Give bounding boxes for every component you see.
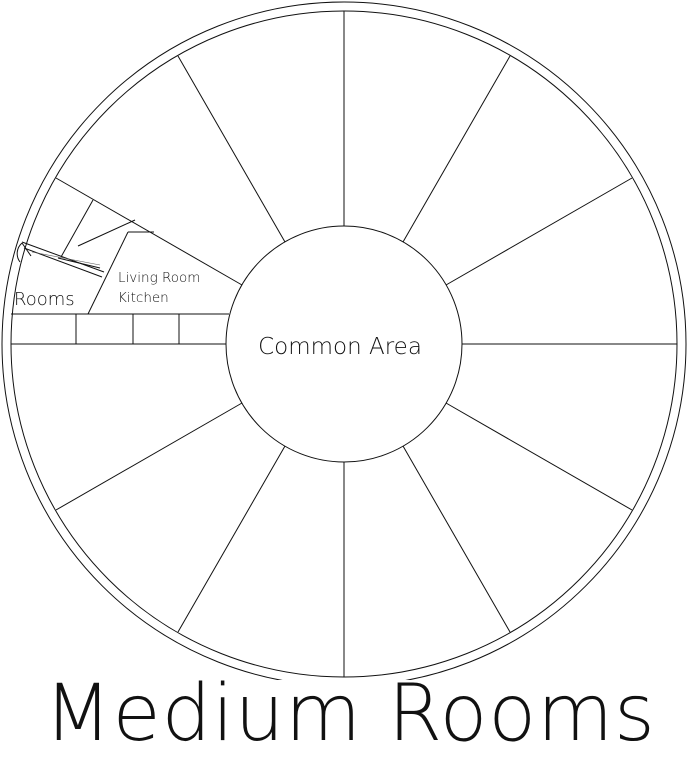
rooms-label: Rooms <box>14 289 75 310</box>
divider-120 <box>177 445 286 633</box>
divider-300 <box>402 55 511 243</box>
rooms-block-partition <box>60 199 94 258</box>
door-swing <box>16 242 23 263</box>
rooms-block-lower-wall-2 <box>23 247 103 278</box>
divider-330 <box>445 177 633 286</box>
service-wing <box>11 199 229 345</box>
living-room-wall <box>87 231 129 315</box>
divider-150 <box>55 402 243 511</box>
common-area-label: Common Area <box>258 334 422 360</box>
rooms-block-step <box>57 257 101 269</box>
kitchen-label: Kitchen <box>118 290 169 306</box>
divider-30 <box>445 402 633 511</box>
living-room-label: Living Room <box>118 270 200 286</box>
plan-caption: Medium Rooms <box>44 669 656 759</box>
outer-wall-outer <box>1 1 687 680</box>
rooms-block-lower-wall <box>21 241 105 273</box>
divider-60 <box>402 445 511 633</box>
counter-line <box>31 251 101 266</box>
divider-240 <box>177 55 286 243</box>
rooms-block-edge <box>77 219 136 247</box>
floor-plan: Common Area Living Room Kitchen Rooms <box>1 1 687 680</box>
door-leaf <box>21 242 32 257</box>
